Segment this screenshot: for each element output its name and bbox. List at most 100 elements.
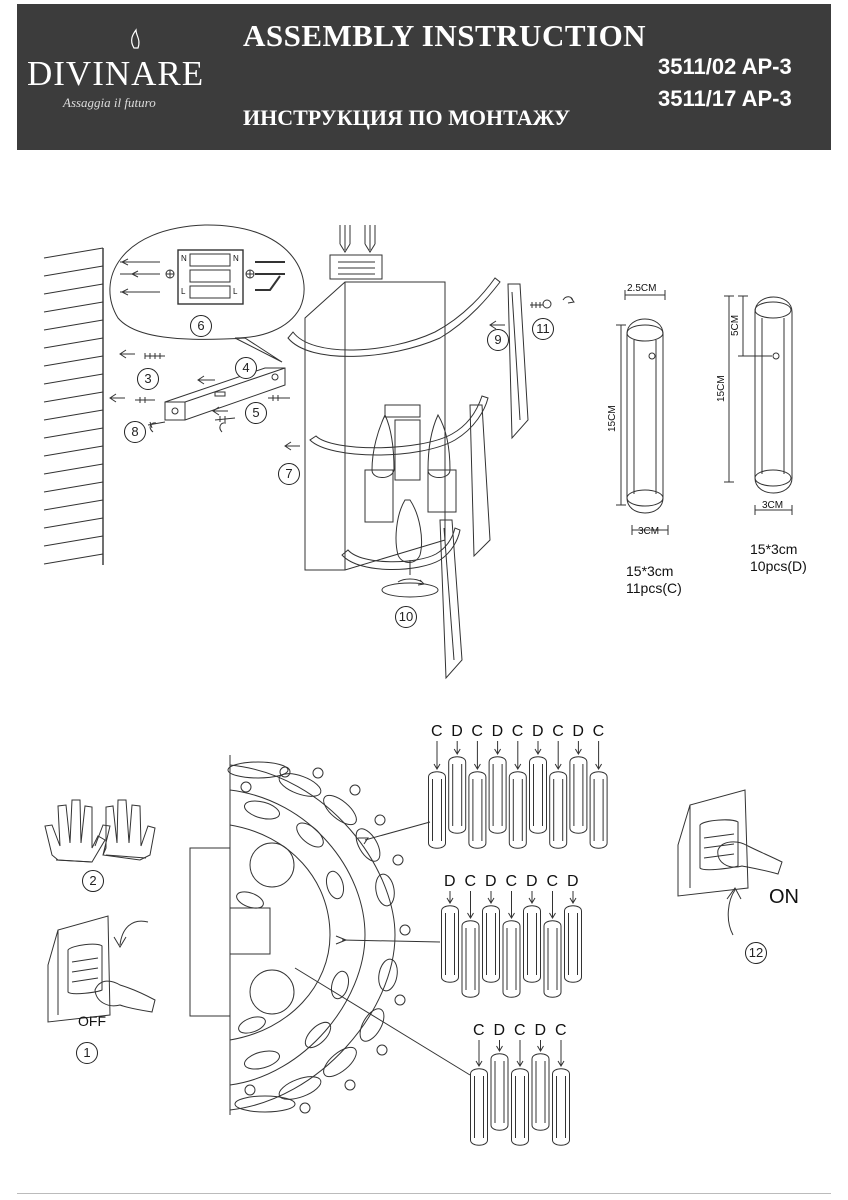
crystal-letter-d: D	[572, 723, 584, 740]
crystal-d	[488, 756, 507, 834]
step-11-marker: 11	[532, 318, 554, 340]
crystal-letter-d: D	[451, 723, 463, 740]
crystal-d	[441, 905, 459, 983]
gloves-icon	[44, 799, 156, 863]
lamp-body	[287, 277, 501, 598]
wall-hatch	[43, 247, 104, 565]
crystal-d	[529, 756, 547, 834]
crystal-letter-d: D	[493, 1022, 506, 1039]
crystal-pointer-arrow	[508, 891, 515, 919]
step-8-marker: 8	[124, 421, 146, 443]
terminal-n-right: N	[233, 254, 239, 263]
crystal-c-size: 15*3cm	[626, 563, 674, 579]
crystal-letter-d: D	[567, 873, 579, 890]
mounting-bracket	[164, 367, 286, 421]
lamp-front-view	[189, 755, 471, 1115]
flame-icon	[131, 28, 140, 49]
crystal-d-bottom-width: 3CM	[762, 500, 784, 511]
crystal-letter-d: D	[534, 1022, 547, 1039]
crystal-c	[511, 1068, 529, 1146]
terminal-n-left: N	[181, 254, 187, 263]
crystal-c-bottom-width: 3CM	[638, 526, 660, 537]
crystal-pointer-arrow	[494, 741, 502, 755]
model-number-1: 3511/02 AP-3	[658, 54, 792, 79]
crystal-letter-d: D	[532, 723, 544, 740]
crystal-d	[569, 756, 588, 834]
brand-tagline: Assaggia il futuro	[63, 95, 156, 110]
step-2-marker: 2	[82, 870, 104, 892]
direction-arrows	[109, 225, 505, 451]
crystal-pointer-arrow	[528, 891, 536, 904]
crystal-letter-c: C	[473, 1022, 485, 1039]
crystal-pointer-arrow	[467, 891, 474, 919]
step-4-marker: 4	[235, 357, 257, 379]
crystal-letter-c: C	[546, 873, 559, 890]
crystal-pointer-arrow	[574, 741, 582, 755]
crystal-letter-c: C	[552, 723, 564, 740]
crystal-pointer-arrow	[537, 1040, 544, 1052]
crystal-c-height: 15CM	[607, 405, 618, 432]
crystal-d-size: 15*3cm	[750, 541, 798, 557]
crystal-letter-c: C	[511, 723, 524, 740]
crystal-d-drawing	[724, 295, 793, 515]
screws	[135, 353, 290, 429]
crystal-d	[482, 905, 500, 983]
crystal-letter-c: C	[555, 1022, 567, 1039]
crystal-pointer-arrow	[516, 1040, 524, 1067]
crystal-c-drawing	[616, 290, 669, 535]
crystal-pointer-arrow	[595, 741, 603, 770]
crystal-letter-c: C	[505, 873, 518, 890]
switch-on-illustration	[677, 789, 783, 936]
step-5-marker: 5	[245, 402, 267, 424]
crystal-pointer-arrow	[446, 891, 454, 904]
crystal-pointer-arrow	[569, 891, 577, 904]
crystal-c	[549, 771, 568, 849]
crystal-c	[470, 1068, 488, 1146]
brand-logo: DIVINARE	[27, 54, 205, 93]
crystal-c-quantity: 11pcs(C)	[626, 580, 682, 596]
crystal-d-hole-offset: 5CM	[730, 314, 741, 336]
crystal-pointer-arrow	[514, 741, 522, 770]
terminal-l-right: L	[233, 287, 238, 296]
step-12-marker: 12	[745, 942, 767, 964]
crystal-c	[468, 771, 487, 849]
step-7-marker: 7	[278, 463, 300, 485]
crystal-c	[508, 771, 527, 849]
crystal-letter-c: C	[464, 873, 477, 890]
switch-off-illustration	[47, 915, 156, 1023]
crystal-rows	[428, 741, 608, 1146]
crystal-c	[428, 771, 446, 849]
crystal-c	[589, 771, 608, 849]
crystal-d	[523, 905, 541, 983]
title-english: ASSEMBLY INSTRUCTION	[243, 18, 647, 53]
crystal-pointer-arrow	[496, 1040, 503, 1052]
crystal-d-height: 15CM	[716, 375, 727, 402]
step-6-marker: 6	[190, 315, 212, 337]
crystal-letter-c: C	[514, 1022, 526, 1039]
model-number-2: 3511/17 AP-3	[658, 86, 792, 111]
crystal-pointer-arrow	[554, 741, 562, 770]
crystal-pointer-arrow	[487, 891, 495, 904]
terminal-block-detail	[109, 224, 305, 363]
crystal-c-top-width: 2.5CM	[627, 283, 657, 294]
on-label: ON	[769, 886, 799, 908]
crystal-d	[448, 756, 467, 834]
junction-box	[329, 254, 383, 280]
crystal-c	[543, 920, 562, 998]
step-3-marker: 3	[137, 368, 159, 390]
crystal-pointer-arrow	[473, 741, 481, 770]
crystal-letter-c: C	[471, 723, 483, 740]
header-banner: DIVINARE Assaggia il futuro ASSEMBLY INS…	[17, 4, 831, 150]
crystal-c	[461, 920, 480, 998]
crystal-pointer-arrow	[475, 1040, 483, 1067]
crystal-letter-d: D	[491, 723, 504, 740]
crystal-letter-c: C	[431, 723, 443, 740]
crystal-d	[564, 905, 582, 983]
crystal-c	[502, 920, 521, 998]
crystal-d	[490, 1053, 509, 1131]
crystal-letter-c: C	[592, 723, 605, 740]
footer-divider	[17, 1193, 831, 1194]
off-label: OFF	[78, 1013, 106, 1029]
crystal-pointer-arrow	[433, 741, 441, 770]
